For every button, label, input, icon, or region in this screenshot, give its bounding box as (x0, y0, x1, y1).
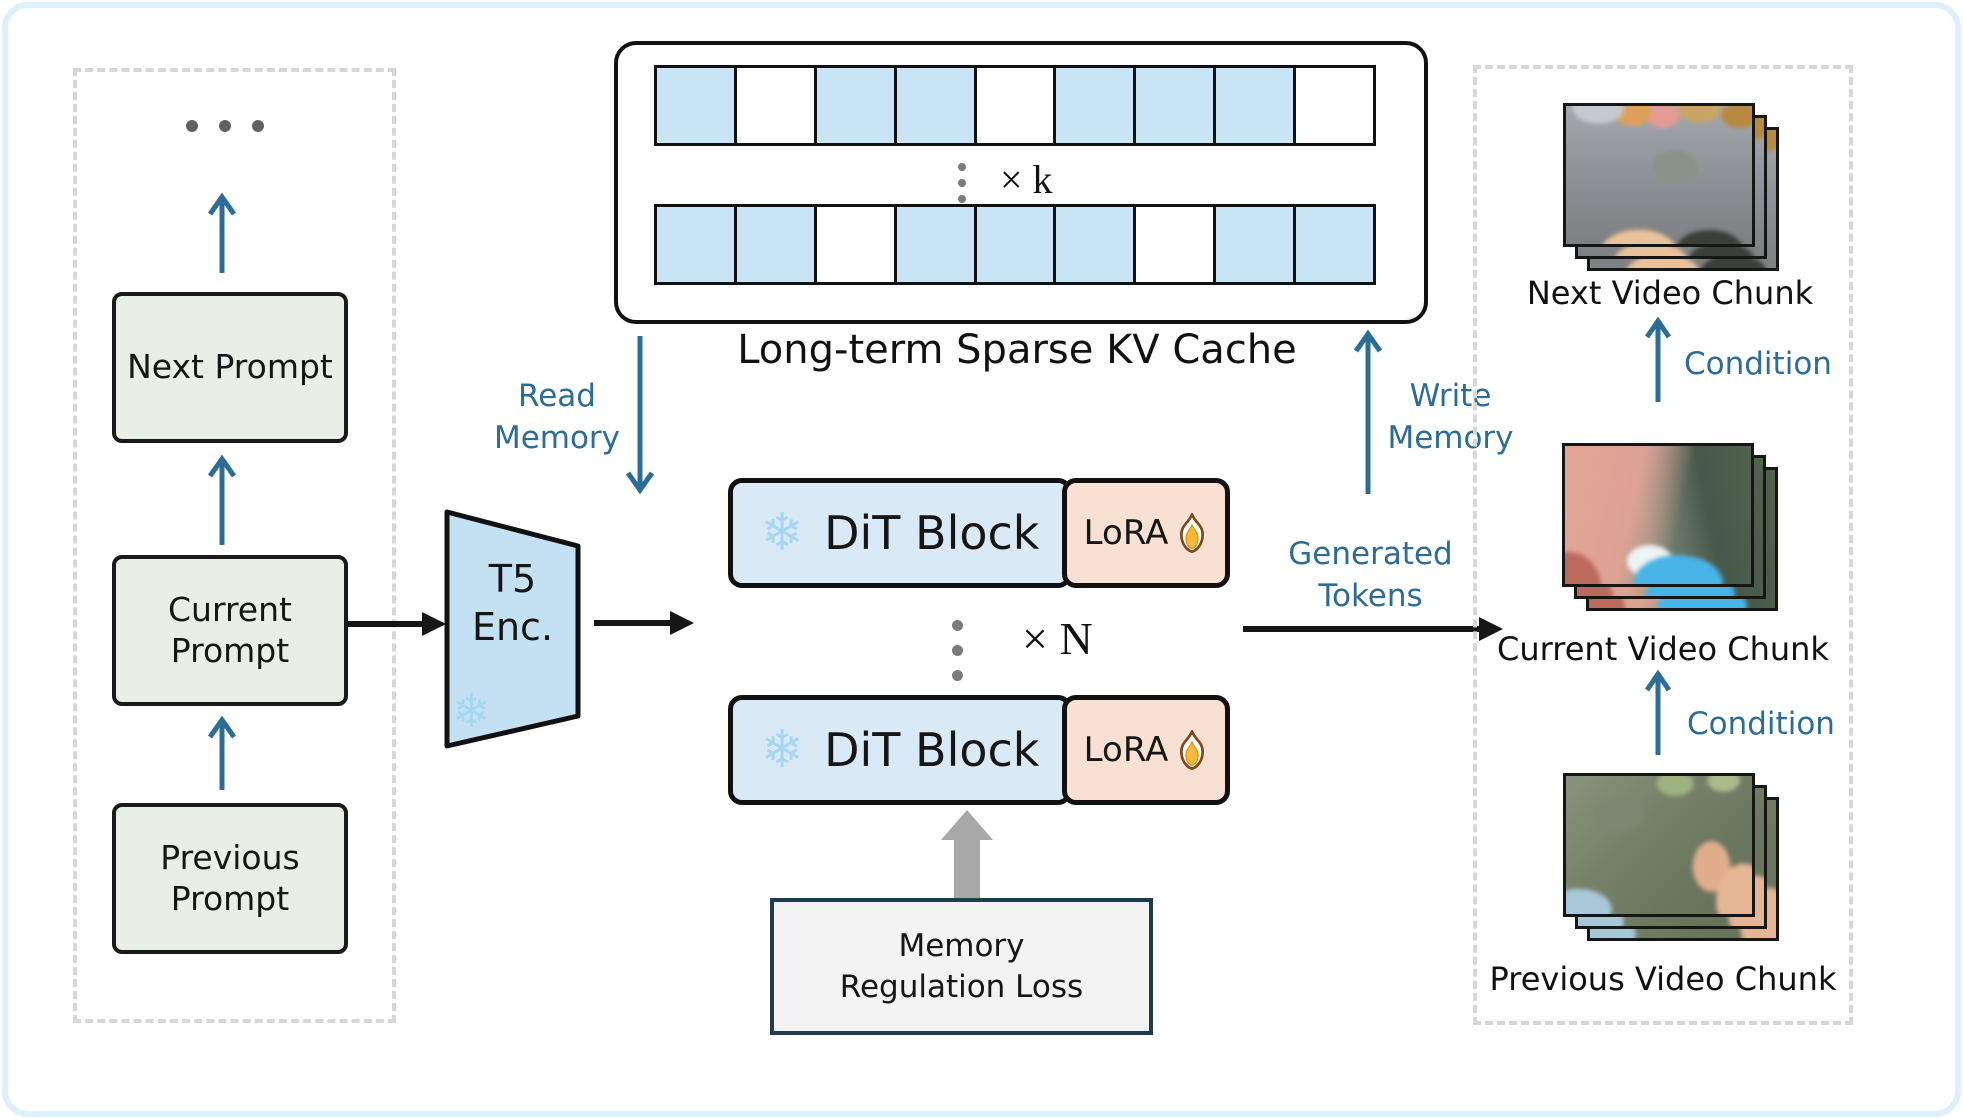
kv-cell-filled (733, 204, 817, 285)
t5-encoder-label: T5 Enc. (471, 557, 554, 649)
ellipsis-icon (186, 120, 264, 132)
arrow-up-to-ellipsis (207, 192, 237, 273)
kv-cell-filled (1293, 204, 1377, 285)
kv-cell-filled (813, 65, 897, 146)
dit-block-label: DiT Block (824, 723, 1040, 777)
loss-arrow-shaft (954, 838, 980, 898)
kv-ellipsis-icon (958, 155, 966, 211)
condition-label-2: Condition (1687, 706, 1835, 742)
kv-cell-empty (1293, 65, 1377, 146)
memory-regulation-loss-box: Memory Regulation Loss (770, 898, 1153, 1035)
fire-icon (1180, 730, 1205, 770)
current-prompt-box: Current Prompt (112, 555, 348, 706)
video-frame (1563, 773, 1755, 917)
write-memory-label: Write Memory (1387, 378, 1514, 456)
kv-cell-empty (1133, 204, 1217, 285)
next-video-chunk-label: Next Video Chunk (1526, 274, 1814, 312)
kv-cell-filled (654, 65, 737, 146)
lora-label: LoRA (1083, 730, 1169, 770)
video-frame (1562, 443, 1754, 587)
loss-label-line1: Memory (898, 928, 1025, 965)
previous-prompt-box: Previous Prompt (112, 803, 348, 954)
fire-icon (1180, 513, 1205, 553)
kv-cell-filled (1133, 65, 1217, 146)
kv-cell-filled (973, 204, 1057, 285)
kv-cache-box (614, 41, 1428, 324)
previous-video-chunk-label: Previous Video Chunk (1489, 960, 1837, 998)
previous-video-chunk-stack (1563, 773, 1779, 941)
lora-label: LoRA (1083, 513, 1169, 553)
kv-cell-filled (1213, 204, 1297, 285)
condition-label-1: Condition (1684, 346, 1832, 382)
dit-block-2: ❄ DiT Block (728, 695, 1072, 805)
kv-cell-filled (654, 204, 737, 285)
dit-block-label: DiT Block (824, 506, 1040, 560)
next-prompt-label: Next Prompt (127, 347, 333, 387)
lora-adapter-1: LoRA (1062, 478, 1230, 588)
kv-cell-filled (1053, 65, 1137, 146)
arrow-dit-to-video (1243, 617, 1503, 641)
condition-arrow-next (1644, 316, 1672, 402)
arrow-prompt-to-t5 (348, 612, 446, 636)
kv-row-1 (654, 65, 1377, 146)
dit-block-row-2: ❄ DiT Block LoRA (728, 695, 1230, 805)
kv-cell-empty (813, 204, 897, 285)
arrow-t5-to-dit (594, 611, 694, 635)
current-video-chunk-label: Current Video Chunk (1497, 630, 1829, 668)
snowflake-icon: ❄ (452, 684, 491, 738)
read-memory-arrow (625, 336, 655, 495)
kv-row-2 (654, 204, 1377, 285)
current-prompt-label: Current Prompt (168, 590, 292, 670)
snowflake-icon: ❄ (760, 503, 805, 563)
t5-encoder-shape (444, 509, 581, 749)
kv-cell-filled (893, 65, 977, 146)
kv-cache-title: Long-term Sparse KV Cache (737, 327, 1297, 373)
write-memory-arrow (1353, 329, 1383, 494)
loss-arrow-icon (941, 810, 993, 840)
kv-repeat-label: × k (1000, 157, 1053, 202)
video-frame (1563, 103, 1755, 247)
kv-cell-filled (1053, 204, 1137, 285)
dit-block-row-1: ❄ DiT Block LoRA (728, 478, 1230, 588)
dit-block-1: ❄ DiT Block (728, 478, 1072, 588)
dit-repeat-label: × N (1022, 613, 1093, 664)
arrow-previous-to-current-prompt (207, 715, 237, 790)
generated-tokens-label: Generated Tokens (1288, 536, 1453, 614)
lora-adapter-2: LoRA (1062, 695, 1230, 805)
video-panel (1473, 65, 1853, 1025)
arrow-current-to-next-prompt (207, 454, 237, 545)
kv-cell-empty (973, 65, 1057, 146)
previous-prompt-label: Previous Prompt (160, 838, 300, 918)
kv-cell-empty (733, 65, 817, 146)
dit-ellipsis-icon (952, 606, 963, 695)
snowflake-icon: ❄ (760, 720, 805, 780)
kv-cell-filled (1213, 65, 1297, 146)
current-video-chunk-stack (1562, 443, 1778, 611)
loss-label-line2: Regulation Loss (839, 968, 1084, 1005)
condition-arrow-current (1644, 669, 1672, 755)
prompt-panel (73, 68, 396, 1023)
next-video-chunk-stack (1563, 103, 1779, 271)
kv-cell-filled (893, 204, 977, 285)
read-memory-label: Read Memory (493, 378, 621, 456)
next-prompt-box: Next Prompt (112, 292, 348, 443)
